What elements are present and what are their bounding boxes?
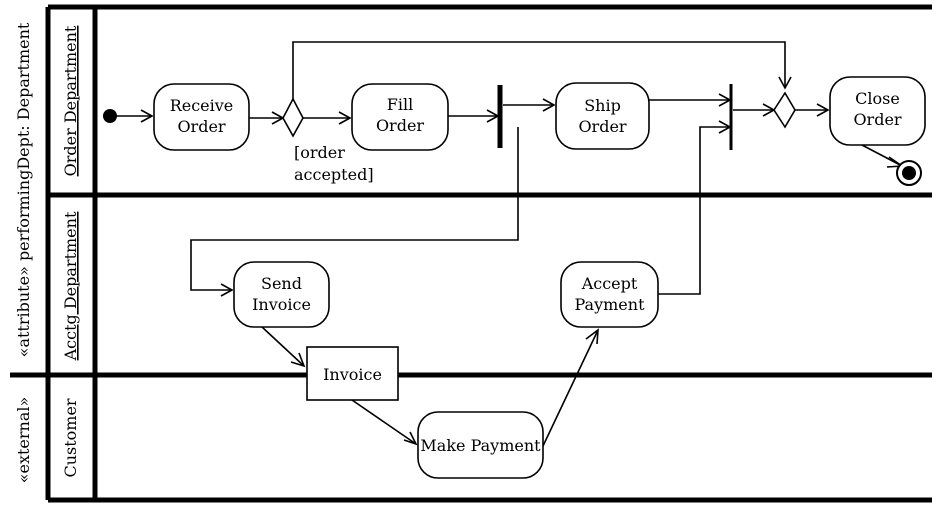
action-label-line2: Order	[578, 117, 626, 136]
action-label-line2: Invoice	[252, 295, 311, 314]
lane-label-order-department: Order Department	[61, 25, 80, 176]
decision-node	[282, 97, 304, 138]
arrowhead	[290, 352, 306, 368]
action-fill-order: Fill Order	[351, 83, 449, 151]
flow-invoice-to-make-payment	[351, 399, 417, 445]
lane-label-acctg-department: Acctg Department	[61, 211, 80, 361]
guard-label-line1: [order	[294, 143, 345, 162]
swimlane-frame	[10, 4, 932, 503]
lane-label-customer: Customer	[61, 398, 80, 477]
action-shape	[829, 76, 926, 146]
final-node	[896, 160, 922, 186]
action-shape	[560, 261, 659, 328]
action-shape	[233, 261, 330, 328]
arrowhead	[778, 76, 792, 90]
action-label-line2: Payment	[575, 295, 646, 314]
action-receive-order: Receive Order	[153, 83, 250, 151]
arrowhead	[585, 328, 599, 345]
action-label-line1: Send	[261, 274, 302, 293]
arrowhead	[220, 283, 234, 297]
arrowhead	[403, 431, 418, 446]
object-node-invoice: Invoice	[306, 346, 399, 401]
action-label-line1: Receive	[170, 96, 234, 115]
object-label: Invoice	[323, 365, 382, 384]
flow-accept-to-join	[658, 126, 730, 295]
control-flows	[110, 41, 905, 447]
action-label-line2: Order	[853, 110, 901, 129]
merge-node	[773, 91, 796, 129]
action-send-invoice: Send Invoice	[233, 261, 330, 328]
action-label-line1: Accept	[581, 274, 638, 293]
flow-fork-to-send-invoice	[190, 127, 519, 291]
action-shape	[153, 83, 250, 151]
action-make-payment: Make Payment	[417, 411, 544, 479]
action-shape	[555, 82, 650, 150]
outer-partition-label: «attribute» performingDept: Department	[14, 22, 33, 357]
action-label-line2: Order	[376, 116, 424, 135]
action-label: Make Payment	[420, 436, 541, 455]
external-partition-label: «external»	[14, 397, 33, 484]
flow-send-to-invoice	[261, 326, 305, 367]
action-label-line1: Fill	[387, 95, 413, 114]
arrowhead	[140, 109, 154, 123]
action-close-order: Close Order	[829, 76, 926, 146]
action-label-line1: Close	[855, 89, 900, 108]
guard-label: [order accepted]	[294, 143, 374, 184]
arrowhead	[338, 111, 352, 125]
arrowhead	[542, 98, 556, 112]
action-ship-order: Ship Order	[555, 82, 650, 150]
object-shape	[306, 346, 399, 401]
flow-close-to-final	[861, 144, 903, 167]
final-node-core	[902, 166, 916, 180]
flow-decision-to-merge	[292, 41, 786, 99]
flow-make-payment-to-accept	[542, 329, 599, 447]
action-label-line1: Ship	[584, 96, 621, 115]
action-shape	[417, 411, 544, 479]
initial-node	[103, 109, 117, 123]
guard-label-line2: accepted]	[294, 165, 374, 184]
action-label-line2: Order	[177, 117, 225, 136]
action-shape	[351, 83, 449, 151]
action-accept-payment: Accept Payment	[560, 261, 659, 328]
arrowhead	[816, 103, 830, 117]
